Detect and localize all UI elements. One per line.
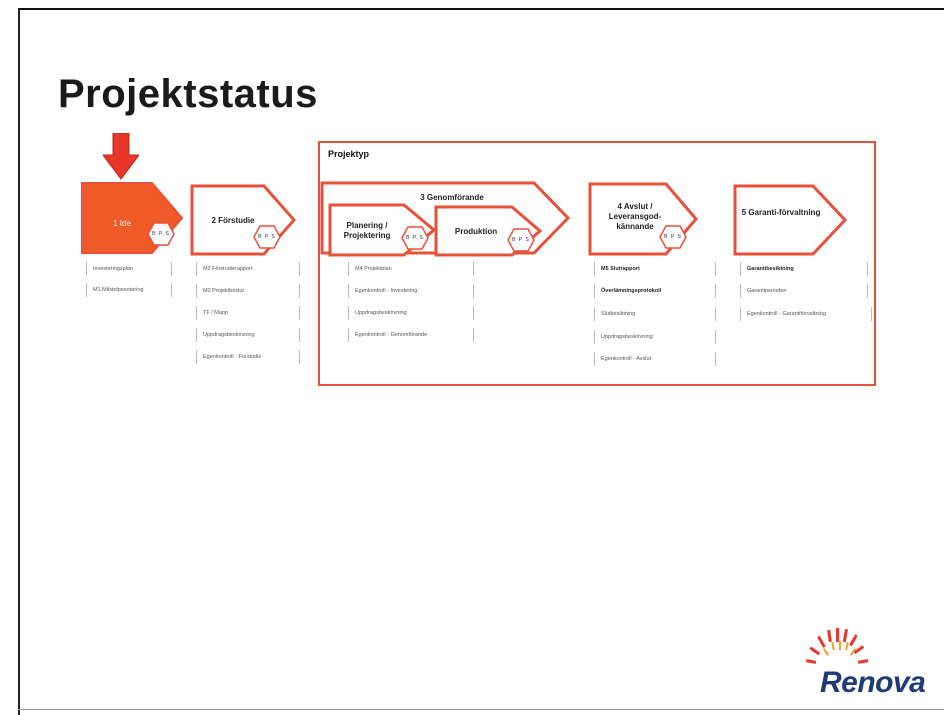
- sunburst-icon: [805, 628, 869, 664]
- task-col5-1[interactable]: Garantibesiktning: [740, 262, 868, 276]
- phase-3b-produktion[interactable]: Produktion B P S: [434, 205, 543, 257]
- phase-1-badge-text: B P S: [152, 231, 170, 237]
- task-col2-5[interactable]: Egenkontroll - Förstudie: [196, 350, 300, 364]
- phase-2-badge: B P S: [253, 225, 281, 249]
- task-col5-3[interactable]: Egenkontroll - Garantiförvaltning: [740, 307, 872, 321]
- task-col4-3[interactable]: Slutbesiktning: [594, 307, 716, 321]
- task-col4-2[interactable]: Överlämningsprotokoll: [594, 284, 716, 298]
- task-col4-4[interactable]: Uppdragsbeskrivning: [594, 330, 716, 344]
- slide-border-left: [18, 8, 20, 715]
- phase-3a-label: Planering / Projektering: [343, 221, 391, 240]
- page-title: Projektstatus: [58, 72, 318, 116]
- task-col3-3[interactable]: Uppdragsbeskrivning: [348, 306, 474, 320]
- slide-border-bottom: [18, 709, 944, 710]
- phase-2-label: 2 Förstudie: [211, 216, 255, 225]
- phase-3b-badge-text: B P S: [512, 237, 530, 243]
- projekttyp-label: Projektyp: [328, 149, 370, 159]
- phase-3b-badge: B P S: [507, 228, 535, 252]
- phase-1-badge: B P S: [147, 222, 175, 246]
- phase-1-ide[interactable]: 1 Ide B P S: [81, 182, 184, 254]
- task-col1-1[interactable]: Investeringsplan: [86, 262, 172, 276]
- task-col2-1[interactable]: M2 Förstudierapport: [196, 262, 300, 276]
- task-col5-2[interactable]: Garantiperioden: [740, 284, 868, 298]
- phase-5-shape: [733, 184, 848, 256]
- phase-2-badge-text: B P S: [258, 234, 276, 240]
- task-col4-5[interactable]: Egenkontroll - Avslut: [594, 352, 716, 366]
- task-col2-4[interactable]: Uppdragsbeskrivning: [196, 328, 300, 342]
- phase-3a-badge-text: B P S: [406, 235, 424, 241]
- slide-border-top: [18, 8, 944, 10]
- projekttyp-frame: [318, 141, 876, 386]
- phase-5-garanti[interactable]: 5 Garanti-förvaltning: [733, 184, 848, 256]
- task-col2-3[interactable]: TF / Mapp: [196, 306, 300, 320]
- phase-4-badge-text: B P S: [664, 234, 682, 240]
- task-col3-4[interactable]: Egenkontroll - Genomförande: [348, 328, 474, 342]
- task-col3-1[interactable]: M4 Projektplan: [348, 262, 474, 276]
- phase-1-label: 1 Ide: [113, 219, 131, 228]
- phase-4-label: 4 Avslut / Leveransgod-kännande: [608, 202, 662, 231]
- phase-3-label: 3 Genomförande: [420, 193, 484, 202]
- phase-3a-planering[interactable]: Planering / Projektering B P S: [328, 203, 437, 257]
- task-col2-2[interactable]: M3 Projektbeslut: [196, 284, 300, 298]
- arrow-down-icon: [103, 133, 139, 180]
- phase-5-label: 5 Garanti-förvaltning: [741, 208, 821, 217]
- task-col1-2[interactable]: M1 Milstolpsnotering: [86, 283, 172, 297]
- phase-4-avslut[interactable]: 4 Avslut / Leveransgod-kännande B P S: [588, 182, 698, 256]
- task-col3-2[interactable]: Egenkontroll - Investering: [348, 284, 474, 298]
- phase-3a-badge: B P S: [401, 226, 429, 250]
- phase-2-forstudie[interactable]: 2 Förstudie B P S: [190, 184, 297, 256]
- task-col4-1[interactable]: M5 Slutrapport: [594, 262, 716, 276]
- phase-4-badge: B P S: [659, 225, 687, 249]
- phase-3b-label: Produktion: [454, 227, 498, 236]
- renova-logo-text: Renova: [820, 666, 926, 699]
